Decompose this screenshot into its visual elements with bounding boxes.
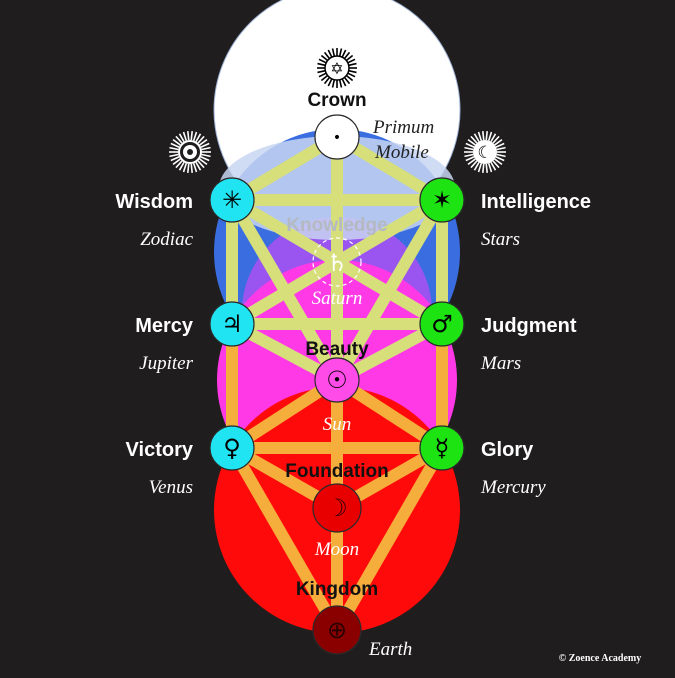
decorations: ✡ ☾ (169, 46, 506, 173)
dot-icon: • (333, 130, 341, 146)
foundation-subtitle: Moon (314, 539, 359, 560)
wisdom-sephirah: ✳ (209, 177, 255, 223)
beauty-title: Beauty (305, 339, 369, 360)
victory-circle (209, 425, 255, 471)
judgment-title: Judgment (481, 315, 577, 337)
knowledge-subtitle: Saturn (312, 288, 363, 309)
judgment-circle (419, 301, 465, 347)
copyright-text: © Zoence Academy (559, 653, 641, 664)
earth-icon: ⊕ (327, 616, 347, 644)
starburst-icon: ✡ (315, 46, 359, 90)
mercy-sephirah: ♃ (209, 301, 255, 347)
path-intelligence-beauty (331, 196, 448, 384)
victory-sephirah: ♀ (209, 425, 255, 471)
wisdom-circle (209, 177, 255, 223)
svg-text:✡: ✡ (330, 59, 343, 78)
kingdom-subtitle: Earth (368, 639, 412, 660)
kingdom-title: Kingdom (296, 579, 378, 600)
glory-subtitle: Mercury (480, 477, 546, 498)
foundation-sephirah: ☽ (312, 483, 362, 533)
intelligence-sephirah: ✶ (419, 177, 465, 223)
path-victory-kingdom (226, 445, 343, 633)
beauty-circle (314, 357, 360, 403)
saturn-icon: ♄ (326, 249, 348, 277)
venus-icon: ♀ (223, 434, 241, 462)
kingdom-circle (312, 605, 362, 655)
kingdom-sephirah: ⊕ (312, 605, 362, 655)
mars-icon: ♂ (431, 310, 453, 338)
wisdom-subtitle: Zodiac (140, 229, 193, 250)
judgment-sephirah: ♂ (419, 301, 465, 347)
sun-icon: ☉ (326, 366, 348, 394)
knowledge-node (312, 237, 362, 287)
glory-circle (419, 425, 465, 471)
victory-subtitle: Venus (149, 477, 193, 498)
victory-title: Victory (126, 439, 194, 461)
foundation-title: Foundation (285, 461, 388, 482)
asterisk-icon: ✳ (222, 186, 242, 214)
beauty-subtitle: Sun (323, 414, 352, 435)
glory-title: Glory (481, 439, 534, 461)
crown-subtitle-line2: Mobile (374, 142, 429, 163)
mercy-subtitle: Jupiter (139, 353, 193, 374)
mercy-title: Mercy (135, 315, 194, 337)
beauty-sephirah: ☉ (314, 357, 360, 403)
path-glory-kingdom (331, 445, 448, 633)
knowledge-title: Knowledge (286, 215, 387, 236)
foundation-circle (312, 483, 362, 533)
crown-subtitle-line1: Primum (372, 117, 434, 138)
svg-text:☾: ☾ (477, 143, 492, 163)
wisdom-title: Wisdom (115, 191, 193, 213)
sephiroth-nodes: • ✳ ✶ ♄ ♃ ♂ ☉ ♀ ☿ ☽ ⊕ (209, 114, 465, 655)
mercy-circle (209, 301, 255, 347)
stars-icon: ✶ (432, 186, 452, 214)
mercury-icon: ☿ (435, 434, 450, 462)
crown-title: Crown (307, 90, 366, 111)
crown-sephirah: • (314, 114, 360, 160)
path-wisdom-beauty (226, 196, 343, 384)
intelligence-title: Intelligence (481, 191, 591, 213)
moon-sunburst-icon: ☾ (464, 131, 506, 173)
glory-sephirah: ☿ (419, 425, 465, 471)
crown-circle (314, 114, 360, 160)
moon-icon: ☽ (326, 494, 348, 522)
intelligence-subtitle: Stars (481, 229, 520, 250)
sunburst-icon (169, 131, 211, 173)
judgment-subtitle: Mars (480, 353, 521, 374)
intelligence-circle (419, 177, 465, 223)
jupiter-icon: ♃ (221, 310, 243, 338)
